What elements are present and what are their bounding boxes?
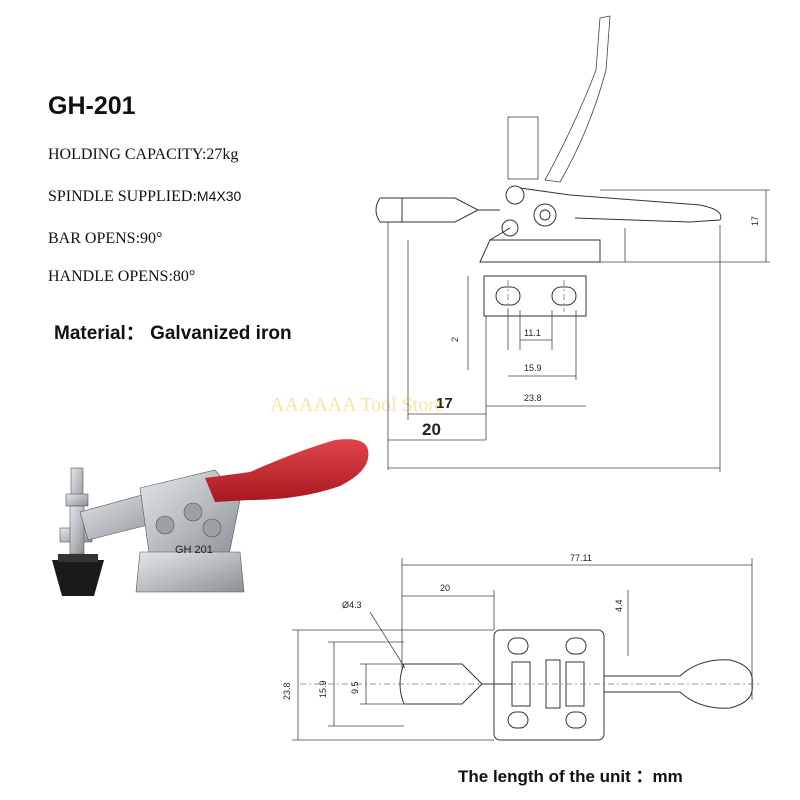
photo-stamp: GH 201 (175, 544, 213, 556)
dim-top-offset: 4.4 (614, 599, 624, 612)
spec-bar-opens: BAR OPENS:90° (48, 230, 163, 247)
photo-base (135, 551, 245, 593)
spec-spindle: SPINDLE SUPPLIED:M4X30 (48, 188, 241, 206)
hole-leader (369, 611, 406, 669)
photo-rivet-3 (202, 518, 222, 538)
top-slot-1 (507, 637, 529, 655)
pivot-mid (533, 203, 557, 227)
spec-spindle-value: M4X30 (196, 188, 242, 204)
top-view: 77.11 20 4.4 Ø4.3 23.8 15.9 9.5 (282, 553, 760, 741)
dim-top-h1: 23.8 (282, 682, 292, 700)
base-side (479, 239, 601, 263)
spec-spindle-label: SPINDLE SUPPLIED: (48, 188, 197, 205)
spindle-body (375, 197, 480, 223)
top-base-plate (493, 629, 605, 741)
pivot-top (505, 185, 525, 205)
photo-red-handle (205, 439, 369, 502)
photo-rivet-1 (155, 515, 175, 535)
material-text: Material： Galvanized iron (54, 323, 292, 344)
pivot-mid-inner (539, 209, 551, 221)
dim-side-d20: 20 (422, 420, 441, 439)
product-photo: GH 201 (52, 439, 369, 596)
photo-tip-cap (58, 554, 98, 562)
top-link-mid (545, 659, 561, 709)
dim-side-w2: 15.9 (524, 363, 542, 373)
dim-side-w1: 11.1 (524, 328, 541, 338)
dim-top-h2: 15.9 (318, 680, 328, 698)
model-title: GH-201 (48, 92, 136, 120)
spindle-open-outline (507, 116, 539, 180)
photo-nut-top (65, 493, 89, 507)
top-slot-2 (565, 637, 587, 655)
store-watermark: AAAAAA Tool Store (270, 394, 444, 416)
photo-rubber-tip (52, 560, 104, 596)
top-slot-4 (565, 711, 587, 729)
dim-top-hole: Ø4.3 (342, 600, 362, 610)
dim-side-slot-gap: 2 (450, 337, 460, 342)
top-spindle (399, 663, 483, 705)
dim-side-w3: 23.8 (524, 393, 542, 403)
base-link (489, 227, 511, 241)
handle-closed (519, 187, 722, 223)
spec-handle-opens: HANDLE OPENS:80° (48, 268, 196, 285)
dim-top-left: 20 (440, 583, 450, 593)
dim-side-height: 17 (750, 216, 760, 226)
photo-rivet-2 (183, 502, 203, 522)
handle-open-outline (544, 15, 611, 183)
spec-holding-capacity: HOLDING CAPACITY:27kg (48, 146, 239, 163)
top-slot-3 (507, 711, 529, 729)
unit-note: The length of the unit ：mm (458, 767, 683, 786)
dim-top-overall: 77.11 (570, 553, 592, 563)
base-plate (483, 275, 587, 317)
dim-side-d17: 17 (436, 395, 453, 412)
dim-top-h3: 9.5 (350, 681, 360, 694)
top-handle (604, 659, 753, 709)
pivot-bottom (501, 219, 519, 237)
side-view: 17 2 11.1 15.9 23.8 17 20 (375, 15, 770, 472)
